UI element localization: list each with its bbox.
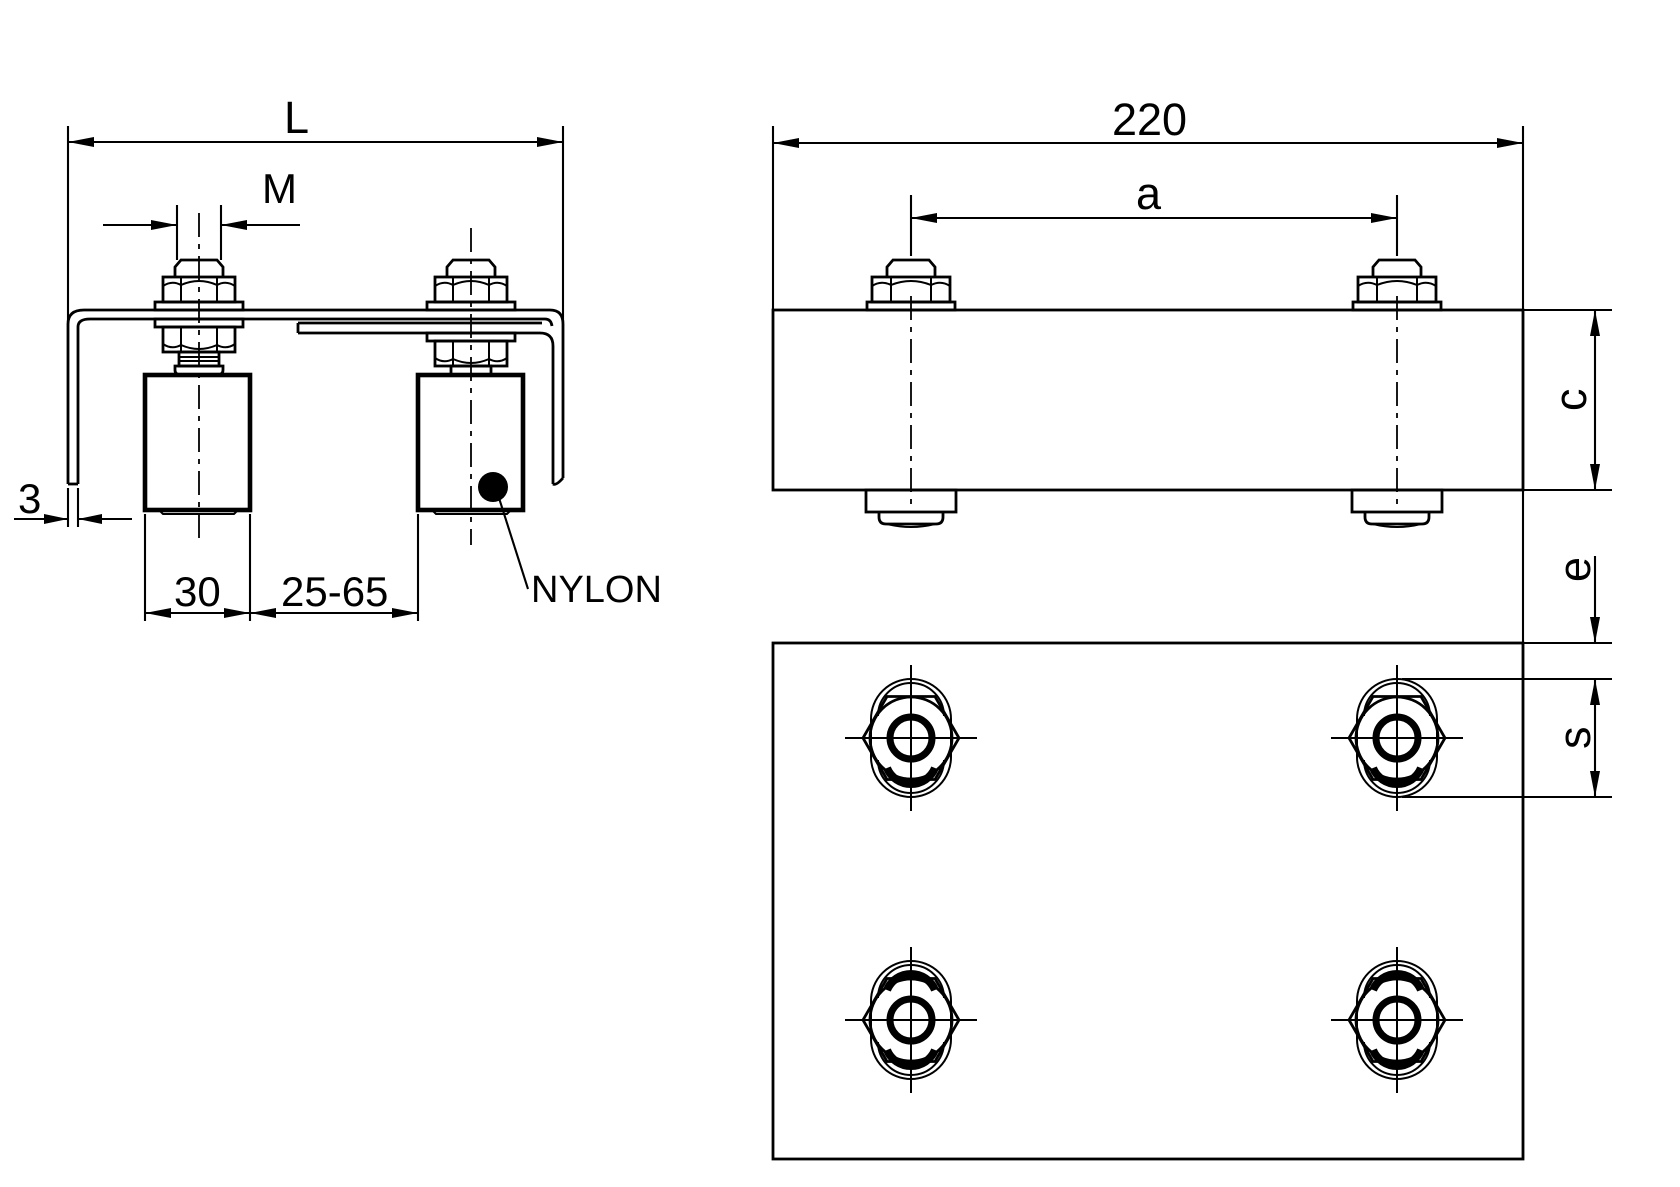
side-view: 220 a (771, 94, 1612, 1159)
side-view-left-bolt (864, 258, 958, 528)
plan-bolt-bottom-left (845, 947, 977, 1093)
dim-label-e: e (1549, 557, 1600, 582)
dimension-adjustment-range: 25-65 (250, 514, 420, 621)
left-roller (142, 372, 253, 513)
dim-label-25-65: 25-65 (281, 568, 388, 615)
bracket-left-leg-inner (76, 317, 554, 484)
nylon-callout: NYLON (478, 472, 662, 611)
nylon-leader-line (497, 497, 530, 590)
dim-label-30: 30 (174, 568, 221, 615)
right-roller-assembly (415, 228, 526, 545)
bracket-body (66, 308, 565, 486)
dimension-profile-height: c (1545, 310, 1600, 490)
left-roller-assembly (142, 213, 253, 540)
bracket-lower-plate-bottom (298, 331, 555, 484)
bracket-outer-contour (66, 308, 565, 484)
dimension-thread-size: M (103, 165, 300, 260)
dim-label-a: a (1136, 168, 1162, 219)
bracket-right-leg-cap (552, 477, 565, 486)
nylon-indicator-dot (478, 472, 508, 502)
dimension-plate-thickness: 3 (14, 475, 132, 527)
dim-label-s: s (1549, 727, 1600, 750)
plan-view: e s (771, 556, 1612, 1161)
dimension-overall-length: L (66, 92, 565, 324)
dim-label-220: 220 (1112, 94, 1187, 145)
plan-view-plate (771, 641, 1525, 1161)
dim-label-M: M (262, 165, 297, 212)
dim-label-c: c (1545, 389, 1596, 412)
side-view-right-bolt (1350, 258, 1444, 528)
side-view-plate (771, 308, 1525, 492)
dimension-bolt-spacing: a (909, 168, 1399, 256)
dim-label-L: L (284, 92, 309, 143)
dim-label-3: 3 (18, 475, 41, 522)
dimension-roller-diameter: 30 (143, 514, 252, 621)
dimension-overall-width: 220 (773, 94, 1523, 148)
dimension-edge-distance: e (1549, 556, 1600, 643)
plan-bolt-bottom-right (1331, 947, 1463, 1093)
plan-bolt-top-right (1331, 665, 1463, 811)
dimension-slot-length: s (1549, 679, 1600, 797)
plan-bolt-top-left (845, 665, 977, 811)
front-view: NYLON L M 3 (14, 92, 662, 621)
nylon-label: NYLON (531, 569, 662, 611)
